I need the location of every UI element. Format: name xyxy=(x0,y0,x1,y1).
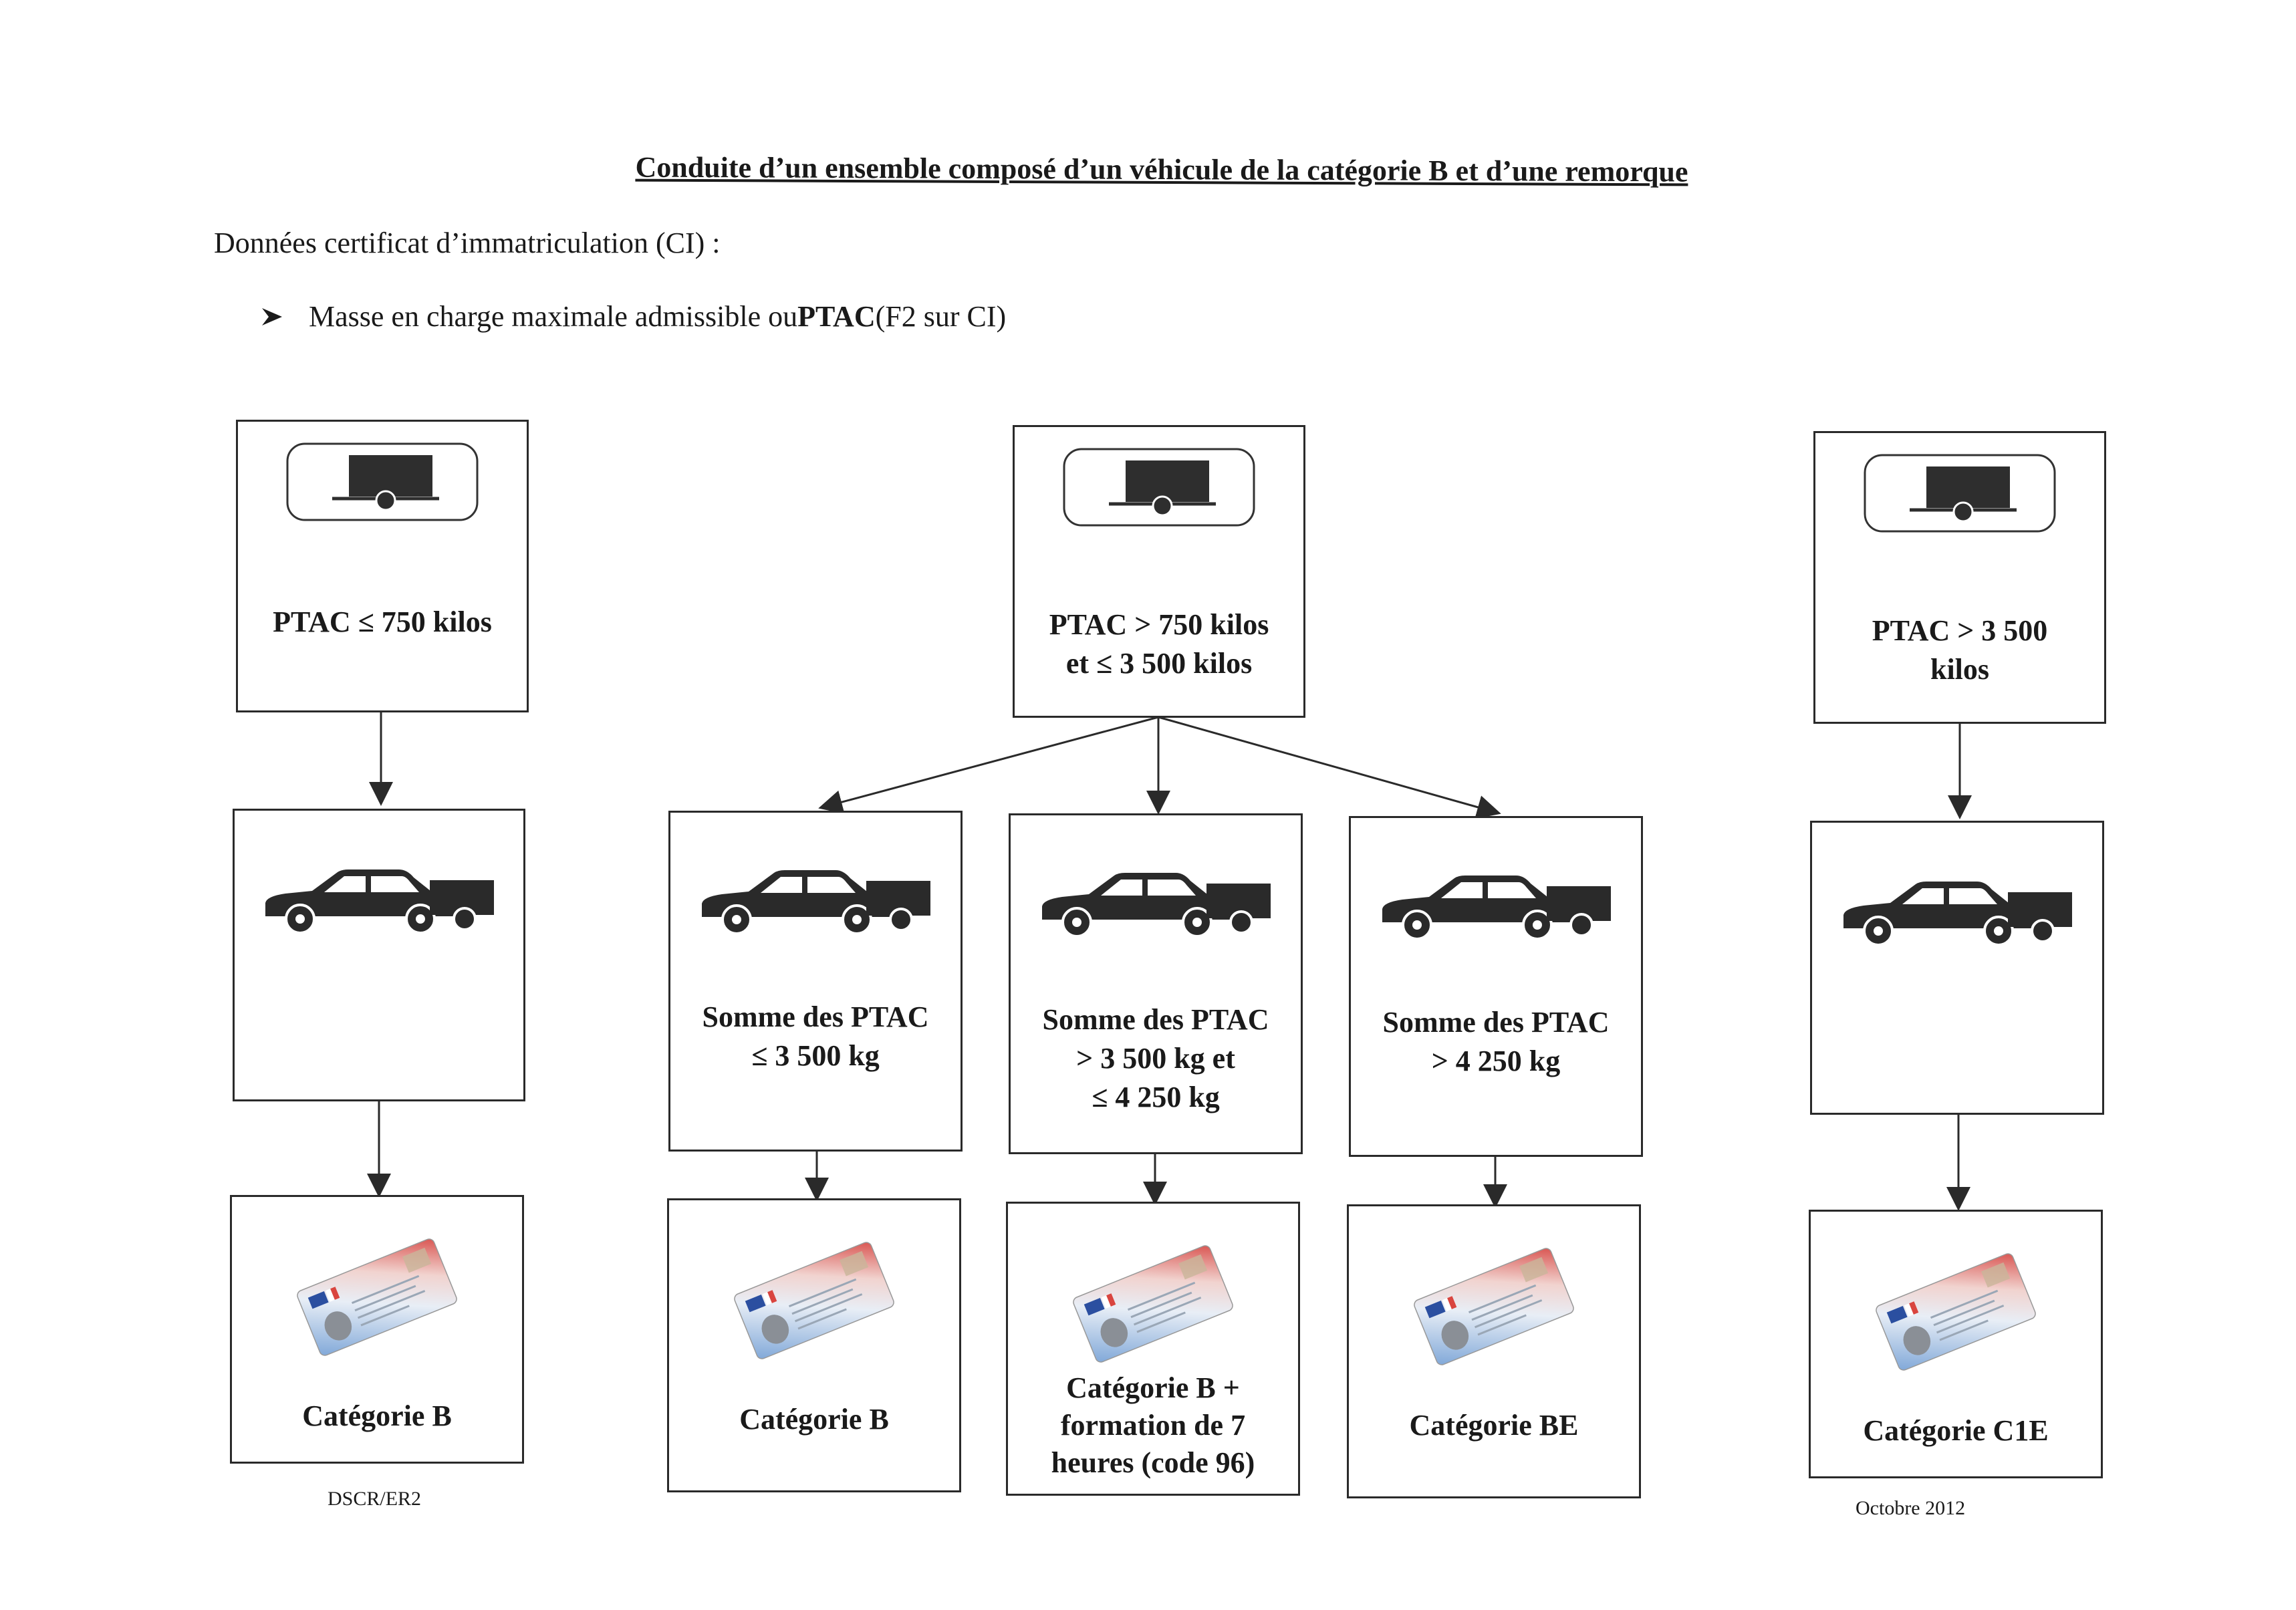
top-box-middle-label-line2: et ≤ 3 500 kilos xyxy=(1065,647,1253,680)
bottom-box-5: Catégorie C1E xyxy=(1809,1210,2103,1478)
top-box-right: PTAC > 3 500 kilos xyxy=(1813,431,2106,724)
mid-box-2-line2: > 3 500 kg et xyxy=(1076,1042,1235,1075)
mid-box-1-line2: ≤ 3 500 kg xyxy=(751,1039,880,1072)
mid-box-2-line3: ≤ 4 250 kg xyxy=(1092,1081,1220,1113)
trailer-icon xyxy=(1062,447,1256,527)
top-box-left-label: PTAC ≤ 750 kilos xyxy=(273,606,492,638)
bottom-box-1-label: Catégorie B xyxy=(302,1399,452,1432)
bullet-text-bold: PTAC xyxy=(797,300,876,333)
mid-box-3-line2: > 4 250 kg xyxy=(1431,1045,1561,1077)
bottom-box-4: Catégorie BE xyxy=(1347,1204,1641,1498)
footer-left: DSCR/ER2 xyxy=(328,1488,422,1510)
car-with-trailer-icon xyxy=(259,864,499,938)
trailer-icon xyxy=(285,442,479,522)
top-box-middle-label-line1: PTAC > 750 kilos xyxy=(1049,608,1269,641)
bullet-text-suffix: (F2 sur CI) xyxy=(875,300,1007,333)
mid-box-right xyxy=(1810,821,2104,1115)
mid-box-1: Somme des PTAC ≤ 3 500 kg xyxy=(668,811,963,1152)
mid-box-left xyxy=(233,809,525,1101)
car-with-trailer-icon xyxy=(695,865,936,938)
bottom-box-3-line1: Catégorie B + xyxy=(1066,1371,1240,1404)
top-box-left: PTAC ≤ 750 kilos xyxy=(236,420,529,712)
arrowhead-bullet-icon xyxy=(262,307,282,325)
bullet-text-prefix: Masse en charge maximale admissible ou xyxy=(309,300,798,333)
driving-license-card-icon xyxy=(1066,1244,1240,1364)
bottom-box-3-line2: formation de 7 xyxy=(1060,1409,1246,1442)
bullet-item: Masse en charge maximale admissible ou P… xyxy=(261,299,1006,333)
car-with-trailer-icon xyxy=(1376,870,1616,944)
bottom-box-5-label: Catégorie C1E xyxy=(1863,1414,2049,1447)
bottom-box-4-label: Catégorie BE xyxy=(1409,1409,1579,1442)
top-box-right-label-line2: kilos xyxy=(1930,653,1990,686)
top-box-right-label-line1: PTAC > 3 500 xyxy=(1872,614,2048,647)
driving-license-card-icon xyxy=(727,1240,901,1361)
top-box-middle: PTAC > 750 kilos et ≤ 3 500 kilos xyxy=(1013,425,1305,718)
footer-right: Octobre 2012 xyxy=(1856,1497,1966,1519)
mid-box-1-line1: Somme des PTAC xyxy=(702,1000,929,1033)
mid-box-2-line1: Somme des PTAC xyxy=(1042,1003,1269,1036)
trailer-icon xyxy=(1863,453,2057,533)
car-with-trailer-icon xyxy=(1035,867,1276,941)
mid-box-3: Somme des PTAC > 4 250 kg xyxy=(1349,816,1643,1157)
driving-license-card-icon xyxy=(1869,1252,2043,1372)
driving-license-card-icon xyxy=(290,1237,464,1357)
arrow-center-to-m3 xyxy=(1158,716,1501,819)
driving-license-card-icon xyxy=(1407,1246,1581,1367)
mid-box-3-line1: Somme des PTAC xyxy=(1382,1006,1610,1039)
bottom-box-2: Catégorie B xyxy=(667,1198,961,1492)
bottom-box-3-line3: heures (code 96) xyxy=(1051,1446,1255,1479)
arrow-center-to-m1 xyxy=(818,716,1159,814)
bottom-box-1: Catégorie B xyxy=(230,1195,524,1464)
bottom-box-2-label: Catégorie B xyxy=(739,1403,889,1436)
car-with-trailer-icon xyxy=(1837,876,2077,950)
mid-box-2: Somme des PTAC > 3 500 kg et ≤ 4 250 kg xyxy=(1009,813,1303,1154)
bottom-box-3: Catégorie B + formation de 7 heures (cod… xyxy=(1006,1202,1300,1496)
intro-text: Données certificat d’immatriculation (CI… xyxy=(214,227,721,259)
